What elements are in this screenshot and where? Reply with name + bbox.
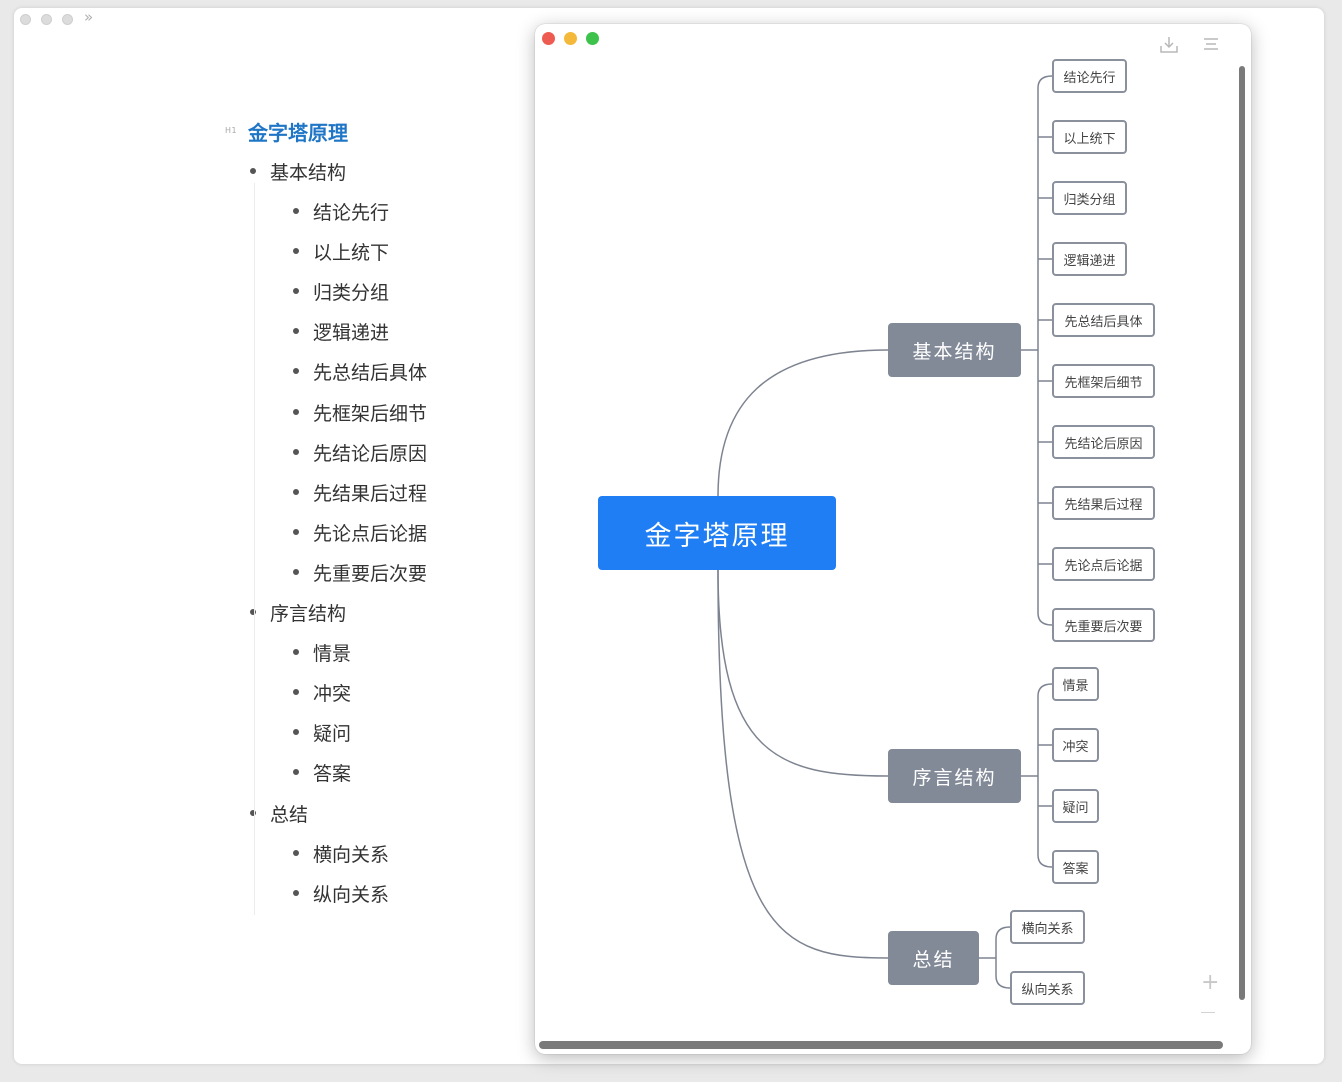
- outline-item[interactable]: 结论先行: [313, 202, 390, 224]
- mindmap-leaf-node[interactable]: 纵向关系: [1010, 971, 1085, 1005]
- outline-item[interactable]: 疑问: [313, 723, 352, 746]
- bullet-icon: [293, 890, 299, 897]
- mindmap-leaf-node[interactable]: 疑问: [1052, 789, 1099, 823]
- mindmap-window: 金字塔原理 基本结构 结论先行以上统下归类分组逻辑递进先总结后具体先框架后细节先结…: [535, 24, 1251, 1054]
- bullet-icon: [250, 168, 256, 174]
- bullet-icon: [250, 609, 256, 615]
- mindmap-leaf-node[interactable]: 横向关系: [1010, 910, 1085, 944]
- mindmap-leaf-node[interactable]: 答案: [1052, 850, 1099, 884]
- outline-item[interactable]: 冲突: [313, 683, 352, 706]
- outline-item[interactable]: 先重要后次要: [313, 562, 428, 585]
- menu-icon[interactable]: [1202, 36, 1220, 52]
- window-minimize-button[interactable]: [41, 14, 52, 25]
- outline-item[interactable]: 以上统下: [313, 242, 390, 265]
- outline-item[interactable]: 纵向关系: [313, 884, 390, 907]
- horizontal-scrollbar[interactable]: [539, 1041, 1223, 1049]
- mindmap-leaf-node[interactable]: 结论先行: [1052, 59, 1127, 93]
- bullet-icon: [293, 248, 299, 255]
- mindmap-leaf-node[interactable]: 先论点后论据: [1052, 547, 1155, 581]
- mindmap-leaf-node[interactable]: 先框架后细节: [1052, 364, 1155, 398]
- bullet-icon: [293, 448, 299, 455]
- outline-item[interactable]: 答案: [313, 763, 352, 786]
- bullet-icon: [293, 649, 299, 655]
- download-icon[interactable]: [1159, 36, 1179, 54]
- bullet-icon: [293, 328, 299, 335]
- bullet-icon: [293, 568, 299, 575]
- outline-section[interactable]: 序言结构: [270, 603, 347, 625]
- minus-icon[interactable]: [1201, 1012, 1215, 1013]
- bullet-icon: [293, 208, 299, 214]
- document-title[interactable]: 金字塔原理: [248, 121, 348, 145]
- connector-line: [717, 569, 889, 959]
- outline-item[interactable]: 先论点后论据: [313, 522, 428, 545]
- window-close-button[interactable]: [20, 14, 31, 25]
- bullet-icon: [293, 729, 299, 736]
- mindmap-connectors: [717, 75, 1053, 989]
- outline-indent-guide: [254, 183, 255, 915]
- mindmap-zoom-button[interactable]: [586, 32, 599, 45]
- bullet-icon: [293, 288, 299, 295]
- bullet-icon: [293, 408, 299, 415]
- mindmap-leaf-node[interactable]: 先重要后次要: [1052, 608, 1155, 642]
- outline-item[interactable]: 逻辑递进: [313, 322, 390, 345]
- outline-item[interactable]: 先结果后过程: [313, 482, 428, 505]
- mindmap-branch-node[interactable]: 基本结构: [888, 323, 1021, 377]
- chevrons-right-icon[interactable]: »: [84, 8, 94, 26]
- mindmap-branch-node[interactable]: 总结: [888, 931, 979, 985]
- mindmap-leaf-node[interactable]: 先总结后具体: [1052, 303, 1155, 337]
- plus-icon[interactable]: +: [1201, 970, 1220, 995]
- outline-section[interactable]: 总结: [270, 804, 309, 826]
- outline-item[interactable]: 横向关系: [313, 844, 390, 866]
- bullet-icon: [293, 528, 299, 535]
- outline-item[interactable]: 情景: [313, 643, 352, 665]
- mindmap-leaf-node[interactable]: 逻辑递进: [1052, 242, 1127, 276]
- mindmap-leaf-node[interactable]: 冲突: [1052, 728, 1099, 762]
- mindmap-leaf-node[interactable]: 以上统下: [1052, 120, 1127, 154]
- outline-section[interactable]: 基本结构: [270, 162, 347, 184]
- connector-line: [717, 569, 889, 777]
- mindmap-root-node[interactable]: 金字塔原理: [598, 496, 836, 570]
- vertical-scrollbar[interactable]: [1239, 66, 1245, 1000]
- bullet-icon: [293, 689, 299, 696]
- bullet-icon: [250, 810, 256, 816]
- outline-item[interactable]: 先结论后原因: [313, 442, 428, 465]
- mindmap-leaf-node[interactable]: 先结果后过程: [1052, 486, 1155, 520]
- connector-line: [1037, 683, 1053, 868]
- heading-level-tag: H1: [225, 126, 238, 135]
- bullet-icon: [293, 488, 299, 495]
- bullet-icon: [293, 368, 299, 375]
- outline-item[interactable]: 先总结后具体: [313, 362, 428, 385]
- mindmap-branch-node[interactable]: 序言结构: [888, 749, 1021, 803]
- mindmap-minimize-button[interactable]: [564, 32, 577, 45]
- mindmap-leaf-node[interactable]: 先结论后原因: [1052, 425, 1155, 459]
- bullet-icon: [293, 769, 299, 776]
- outline-item[interactable]: 先框架后细节: [313, 402, 428, 425]
- mindmap-leaf-node[interactable]: 情景: [1052, 667, 1099, 701]
- mindmap-leaf-node[interactable]: 归类分组: [1052, 181, 1127, 215]
- mindmap-close-button[interactable]: [542, 32, 555, 45]
- window-zoom-button[interactable]: [62, 14, 73, 25]
- bullet-icon: [293, 850, 299, 856]
- connector-line: [1037, 75, 1053, 626]
- connector-line: [995, 926, 1011, 989]
- connector-line: [717, 349, 889, 497]
- outline-item[interactable]: 归类分组: [313, 282, 390, 305]
